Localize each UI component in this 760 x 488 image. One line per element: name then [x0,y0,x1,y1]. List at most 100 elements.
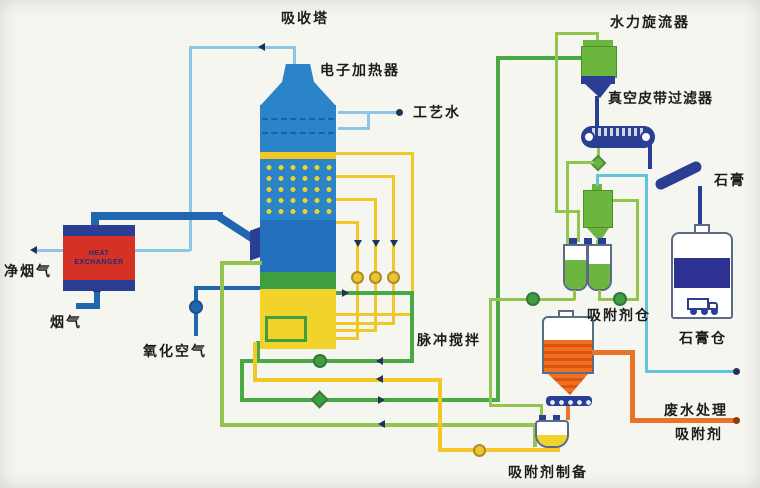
pipe-pulse-loop [256,341,260,363]
tank-pump [613,292,627,306]
pipe-wastewater [645,174,648,372]
spray-header-band [260,152,336,159]
duct-flue-gas-inlet [94,292,100,306]
pipe-wastewater [596,176,599,186]
pipe-spray-loop [336,175,395,178]
tank-nozzle [584,238,592,245]
clean-gas-outlet-arrow [30,246,37,254]
pipe-spray-loop [336,221,359,224]
pipe-prep-slurry [253,342,257,380]
gypsum-silo [671,232,733,319]
absorber-tower [260,105,336,349]
pipe-prep-slurry [438,378,442,452]
pipe-wastewater [596,174,648,177]
hydrocyclone-2-body [583,190,613,228]
spray-zone [260,159,336,220]
truck-icon [687,294,721,316]
hydrocyclone-2-nozzle [592,184,602,191]
pipe-wastewater [645,370,737,373]
tank-liquid [565,260,586,289]
hydrocyclone-1-lower [581,76,615,84]
adsorbent-silo-cone [548,374,588,395]
pipe-tank-left-out [489,298,492,406]
pipe-clean-gas [189,46,296,49]
tower-lower-section [260,220,336,272]
label-clean-flue-gas: 净烟气 [4,263,52,279]
pipe-adsorbent-feed [220,261,262,265]
pipe-bleed-to-cyclone [240,361,244,400]
pipe-spray-loop [392,175,395,325]
pipe-filtrate [566,161,594,164]
flow-arrow [378,420,385,428]
heat-exchanger: HEAT EXCHANGER [63,225,135,291]
belt-roller [640,131,652,143]
label-gypsum-silo: 石膏仓 [679,330,727,346]
flow-arrow [376,357,383,365]
hx-body: HEAT EXCHANGER [63,236,135,280]
pipe-tank-left-out [540,404,543,423]
flow-arrow [372,240,380,247]
pipe-spray-loop [336,198,377,201]
tower-green-band [260,272,336,289]
label-oxidation-air: 氧化空气 [143,343,207,359]
pipe-spray-loop [336,337,359,340]
pipe-bleed-to-cyclone [496,58,500,402]
pipe-prep-slurry [253,378,440,382]
rotary-feeder [546,396,592,406]
belt-roller [583,131,595,143]
filtrate-tank-left [563,244,588,291]
spray-pump [387,271,400,284]
hx-bottom-band [63,280,135,291]
pipe-spray-loop [336,322,395,325]
adsorbent-fill [544,340,592,372]
label-absorber: 吸收塔 [281,10,329,26]
pipe-cyclone1-overflow [555,32,599,35]
pipe-cyclone2-feed [613,199,639,202]
label-pulse-agitation: 脉冲搅拌 [417,332,481,348]
label-heater: 电子加热器 [320,62,400,78]
pipe-adsorbent-out [630,350,635,422]
pipe-pulse-loop [410,291,414,363]
pipe-adsorbent-feed [220,261,224,427]
hx-label-2: EXCHANGER [74,259,124,266]
prep-liquid [537,435,567,446]
hx-top-band [63,225,135,236]
pipe-cyclone2-underflow [596,240,599,246]
pipe-tank-right-out [598,290,601,300]
pipe-pulse-loop [336,291,414,295]
spray-pump [351,271,364,284]
mist-eliminator [262,132,334,134]
pipe-clean-gas [189,46,192,251]
adsorbent-silo [542,316,594,374]
sump-agitator-box [265,316,307,342]
label-adsorbent-silo: 吸附剂仓 [587,307,651,323]
adsorbent-out-arrow [733,417,740,424]
filtrate-tank-right [587,244,612,291]
prep-tank [535,420,569,448]
label-adsorbent-preparation: 吸附剂制备 [508,464,588,480]
bleed-pump [310,390,329,409]
process-water-arrow [396,109,403,116]
duct-hx-to-tower [91,212,223,220]
gypsum-level-band [674,258,730,288]
label-vacuum-belt-filter: 真空皮带过滤器 [608,90,713,106]
truck-wheel [711,308,718,315]
pipe-clean-gas [293,46,296,66]
label-wastewater-treatment: 废水处理 [664,402,728,418]
flow-arrow [258,43,265,51]
label-gypsum: 石膏 [714,172,746,188]
prep-pump [473,444,486,457]
pipe-tank-left-out [573,290,576,300]
pipe-filtrate [566,161,569,251]
pipe-gypsum-underflow [595,96,599,128]
wastewater-arrow [733,368,740,375]
pipe-gypsum-to-silo [698,186,702,233]
truck-wheel [690,308,697,315]
flow-arrow [376,375,383,383]
hydrocyclone-1 [583,40,613,48]
label-flue-gas: 烟气 [50,314,82,330]
belt-surface [592,128,644,136]
flow-arrow [354,240,362,247]
tank-nozzle [553,415,560,421]
